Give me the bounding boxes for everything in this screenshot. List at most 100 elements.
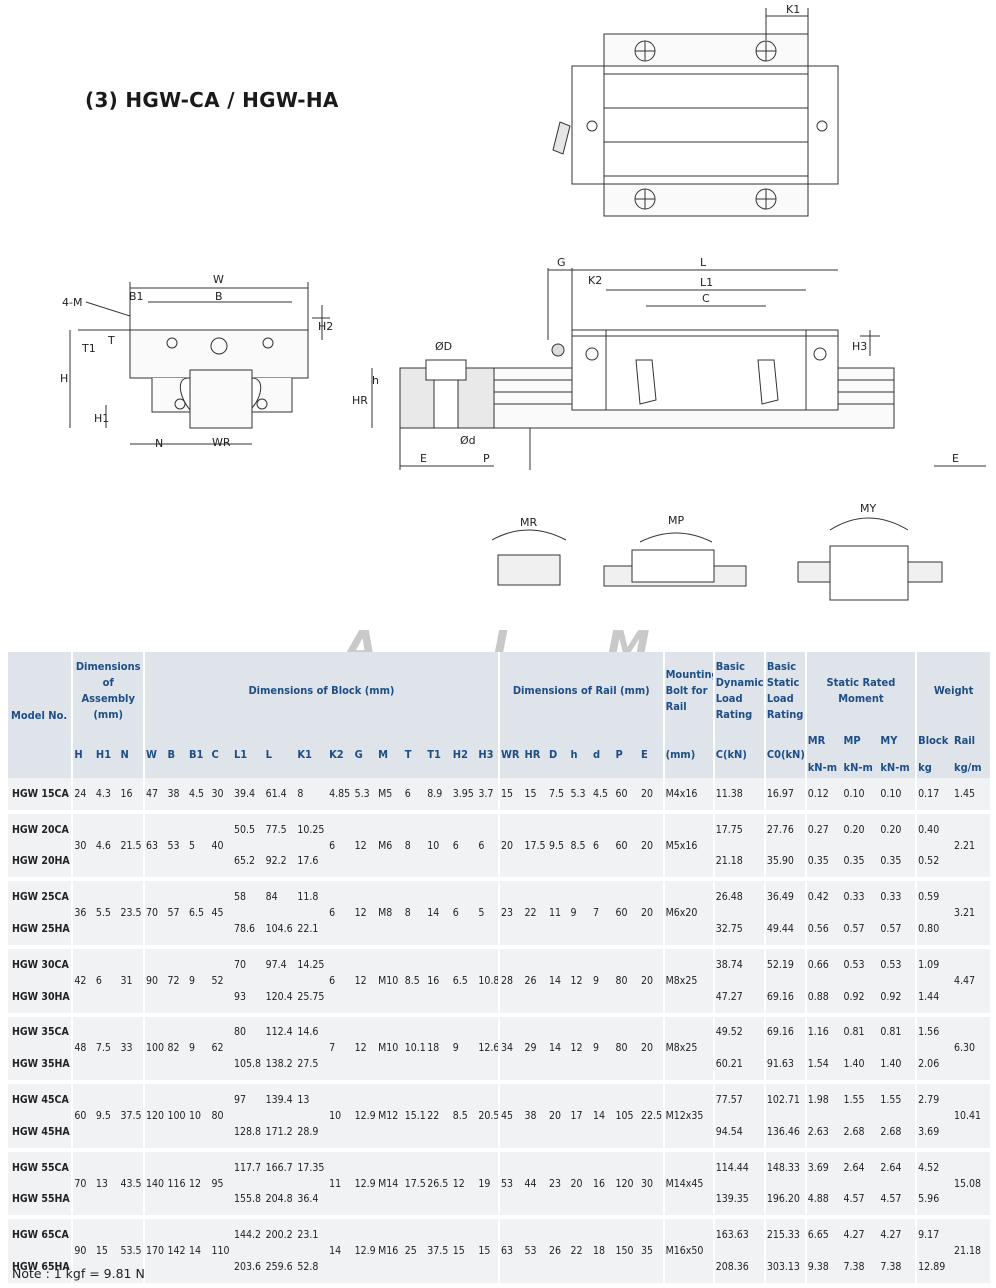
value-cell: 114.44 — [712, 1147, 765, 1184]
value-cell: 22 — [569, 1215, 592, 1283]
value-cell: M14 — [377, 1147, 404, 1218]
value-cell: 4.57 — [842, 1183, 880, 1218]
value-cell: 4.6 — [94, 809, 120, 880]
value-cell: 60.21 — [712, 1048, 765, 1083]
value-cell: 136.46 — [763, 1115, 806, 1150]
value-cell: 20 — [640, 877, 664, 947]
value-cell: 22.1 — [296, 913, 329, 947]
value-cell: 12 — [187, 1147, 211, 1218]
value-cell: 43.5 — [119, 1147, 144, 1218]
value-cell: 155.8 — [232, 1183, 265, 1218]
value-cell: 4.57 — [879, 1183, 917, 1218]
label-t: T — [107, 334, 115, 347]
value-cell: 2.68 — [842, 1115, 880, 1150]
value-cell: 196.20 — [763, 1183, 806, 1218]
value-cell: 19 — [477, 1147, 499, 1218]
value-cell: 17.6 — [296, 845, 329, 880]
value-cell: 5.3 — [569, 778, 592, 812]
value-cell: 47 — [143, 778, 167, 812]
value-cell: 0.10 — [879, 778, 917, 812]
value-cell: 26.48 — [712, 877, 765, 914]
subheader-cell: H3 — [477, 730, 499, 778]
value-cell: 69.16 — [763, 1012, 806, 1049]
value-cell: 8 — [403, 809, 427, 880]
value-cell: 17 — [569, 1080, 592, 1150]
value-cell: 12.9 — [353, 1080, 378, 1150]
subheader-cell: H1 — [94, 730, 120, 778]
value-cell: 26 — [548, 1215, 570, 1283]
value-cell: 20 — [548, 1080, 570, 1150]
value-cell: 0.53 — [842, 944, 880, 981]
value-cell: 92.2 — [264, 845, 297, 880]
value-cell: 1.55 — [842, 1080, 880, 1116]
value-cell: 6.65 — [804, 1215, 843, 1252]
model-cell: HGW 65HA — [8, 1251, 73, 1283]
value-cell: 0.12 — [804, 778, 843, 812]
value-cell: 8 — [403, 877, 427, 947]
value-cell: 17.75 — [712, 809, 765, 846]
value-cell: 5 — [187, 809, 211, 880]
header-dynamic: Basic Dynamic Load Rating — [712, 652, 765, 730]
value-cell: 97.4 — [264, 944, 297, 981]
value-cell: 26.5 — [426, 1147, 452, 1218]
value-cell: 0.35 — [804, 845, 843, 880]
value-cell: 91.63 — [763, 1048, 806, 1083]
value-cell: 0.52 — [915, 845, 953, 880]
label-k1: K1 — [786, 3, 800, 16]
value-cell: 259.6 — [264, 1251, 297, 1283]
value-cell: 12.9 — [353, 1147, 378, 1218]
value-cell: 7.38 — [879, 1251, 917, 1283]
value-cell: 39.4 — [232, 778, 265, 812]
value-cell: 80 — [210, 1080, 233, 1150]
value-cell: 140 — [143, 1147, 167, 1218]
value-cell: 170 — [143, 1215, 167, 1283]
value-cell: 144.2 — [232, 1215, 265, 1252]
subheader-cell: Rail kg/m — [952, 730, 990, 778]
value-cell: 33 — [119, 1012, 144, 1083]
subheader-cell: L — [264, 730, 297, 778]
subheader-cell: K1 — [296, 730, 329, 778]
technical-drawings: K1 W B B1 4-M T T1 H2 H H1 N WR ØD Ød h … — [60, 3, 986, 601]
subheader-label: MR — [807, 734, 826, 747]
value-cell: 72 — [166, 944, 188, 1015]
value-cell: 5.3 — [353, 778, 378, 812]
value-cell: 11.38 — [712, 778, 765, 812]
value-cell: 25.75 — [296, 980, 329, 1015]
subheader-cell: (mm) — [662, 730, 714, 778]
value-cell: 2.64 — [879, 1147, 917, 1184]
subheader-cell: H2 — [451, 730, 478, 778]
value-cell: 62 — [210, 1012, 233, 1083]
value-cell: 17.5 — [403, 1147, 427, 1218]
subheader-cell: T — [403, 730, 427, 778]
model-cell: HGW 30HA — [8, 980, 73, 1015]
value-cell: 1.40 — [879, 1048, 917, 1083]
subheader-cell: W — [143, 730, 167, 778]
subheader-label: Rail — [953, 734, 976, 747]
value-cell: 34 — [497, 1012, 524, 1083]
value-cell: 1.45 — [952, 778, 990, 812]
value-cell: 50.5 — [232, 809, 265, 846]
value-cell: 2.63 — [804, 1115, 843, 1150]
value-cell: 36.4 — [296, 1183, 329, 1218]
value-cell: 95 — [210, 1147, 233, 1218]
footnote: Note : 1 kgf = 9.81 N — [12, 1266, 145, 1281]
value-cell: 14.25 — [296, 944, 329, 981]
value-cell: 11 — [548, 877, 570, 947]
subheader-cell: G — [353, 730, 378, 778]
unit-label: kg/m — [953, 761, 982, 774]
value-cell: 10.1 — [403, 1012, 427, 1083]
subheader-cell: L1 — [232, 730, 265, 778]
subheader-cell: T1 — [426, 730, 452, 778]
value-cell: 16 — [426, 944, 452, 1015]
model-cell: HGW 20CA — [8, 809, 73, 846]
label-h3: H3 — [852, 340, 867, 353]
value-cell: 38 — [523, 1080, 549, 1150]
label-n: N — [155, 437, 163, 450]
value-cell: 18 — [591, 1215, 615, 1283]
value-cell: 6.5 — [187, 877, 211, 947]
value-cell: 8.5 — [451, 1080, 478, 1150]
value-cell: 23 — [497, 877, 524, 947]
